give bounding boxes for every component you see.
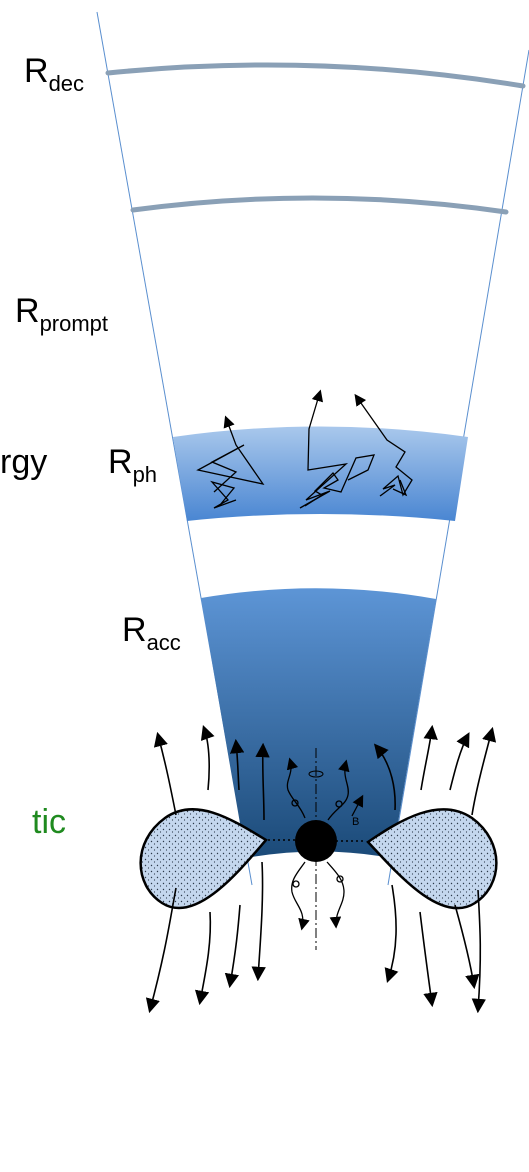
r-dec-main: R	[24, 52, 49, 90]
r-ph-label: Rph	[108, 445, 157, 486]
r-prompt-label: Rprompt	[15, 294, 108, 335]
r-acc-sub: acc	[146, 630, 181, 655]
prompt-shell-arc	[130, 195, 509, 215]
photosphere-band	[173, 426, 468, 521]
r-ph-main: R	[108, 443, 133, 481]
acceleration-region	[201, 588, 436, 858]
r-acc-label: Racc	[122, 613, 181, 654]
r-acc-main: R	[122, 611, 147, 649]
decel-shell-arc	[105, 62, 526, 89]
inner-field-curls	[286, 757, 364, 931]
spin-indicator	[308, 770, 324, 778]
photon-random-walks	[196, 389, 413, 509]
b-vector-label: B	[352, 816, 359, 828]
r-dec-sub: dec	[48, 71, 85, 96]
r-prompt-sub: prompt	[39, 311, 109, 336]
black-hole	[295, 820, 337, 862]
r-prompt-main: R	[15, 292, 40, 330]
accretion-disk-lobe-right	[366, 808, 498, 910]
cut-text-rgy: rgy	[0, 443, 48, 481]
accretion-disk-lobe-left	[139, 808, 268, 910]
cut-text-tic: tic	[32, 803, 66, 841]
r-dec-label: Rdec	[24, 54, 84, 95]
r-ph-sub: ph	[132, 462, 158, 487]
field-line-arrows	[145, 724, 497, 1014]
